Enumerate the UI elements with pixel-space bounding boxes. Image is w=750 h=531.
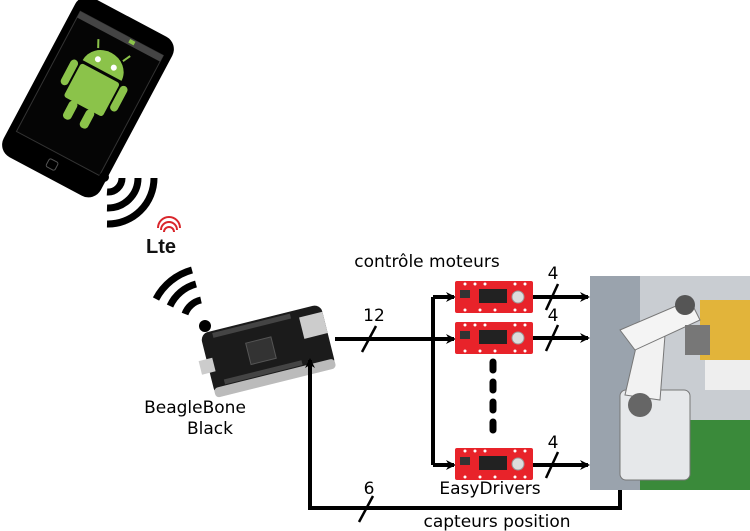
driver-outputs bbox=[533, 283, 590, 479]
bus-count-driver-3: 4 bbox=[548, 433, 559, 453]
beaglebone-board bbox=[198, 305, 336, 398]
android-phone-icon bbox=[2, 0, 174, 198]
wireless-signal-icon bbox=[99, 172, 158, 228]
easydriver-board bbox=[454, 321, 534, 355]
bus-count-main: 12 bbox=[363, 306, 385, 326]
drivers-label: EasyDrivers bbox=[439, 479, 540, 499]
robot-arm-photo bbox=[590, 276, 750, 490]
feedback-bus bbox=[305, 358, 622, 523]
easydriver-board bbox=[454, 280, 534, 314]
control-bus bbox=[335, 292, 456, 470]
bus-count-driver-1: 4 bbox=[548, 264, 559, 284]
board-label-line1: BeagleBone bbox=[144, 398, 246, 418]
bus-count-feedback: 6 bbox=[364, 479, 375, 499]
position-sensors-label: capteurs position bbox=[423, 512, 570, 531]
motor-control-label: contrôle moteurs bbox=[354, 252, 500, 272]
board-label-line2: Black bbox=[187, 419, 233, 439]
lte-logo: Lte bbox=[146, 216, 181, 258]
svg-text:Lte: Lte bbox=[146, 236, 176, 258]
bus-count-driver-2: 4 bbox=[548, 306, 559, 326]
wifi-icon bbox=[152, 266, 211, 332]
easydriver-board bbox=[454, 447, 534, 481]
